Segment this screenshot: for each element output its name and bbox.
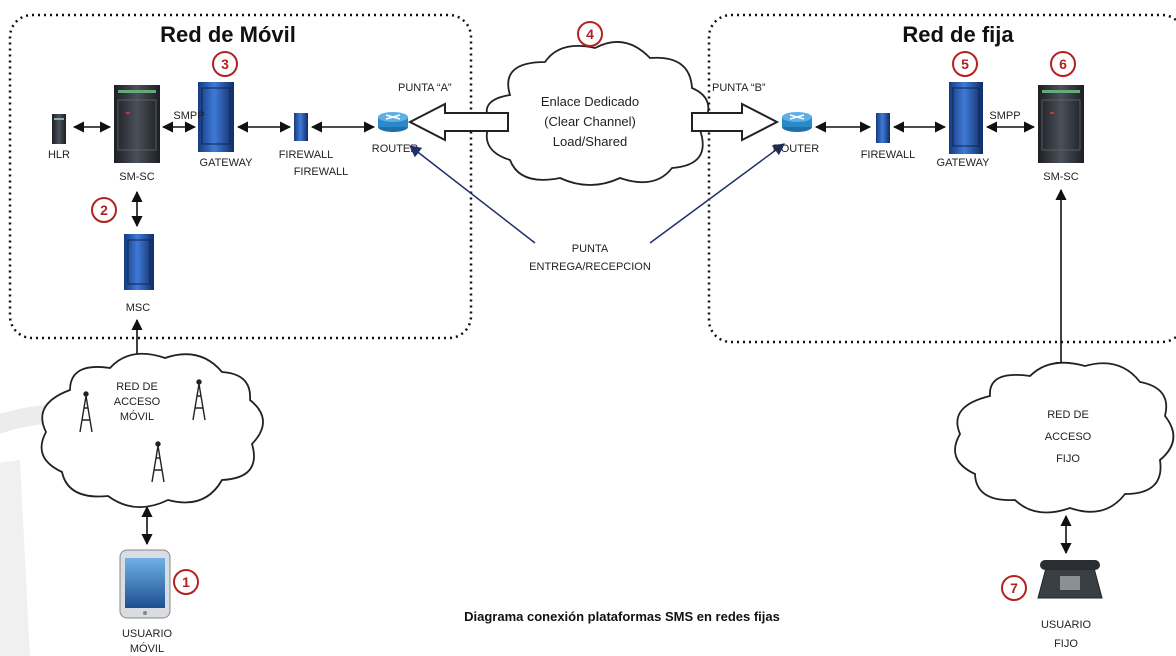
fixed-router-icon: [782, 112, 812, 132]
dedicated-link-cloud: Enlace Dedicado (Clear Channel) Load/Sha…: [485, 41, 710, 186]
step-badge-6: 6: [1050, 51, 1076, 77]
step-number-4: 4: [586, 26, 594, 42]
fixed-access-line-2: ACCESO: [1045, 431, 1092, 443]
mobile-firewall-icon: [294, 113, 308, 141]
mobile-router-label: ROUTER: [372, 143, 419, 155]
fixed-router-label: ROUTER: [773, 143, 820, 155]
hollow-arrow-left: [407, 102, 509, 142]
mobile-firewall-label: FIREWALL: [279, 149, 334, 161]
mobile-gateway-label: GATEWAY: [200, 157, 254, 169]
fixed-access-cloud: RED DE ACCESO FIJO: [954, 361, 1175, 514]
hlr-server-icon: [52, 114, 66, 144]
cell-tower-icon-3: [151, 441, 165, 483]
step-number-2: 2: [100, 202, 108, 218]
fixed-network-zone: [707, 13, 1176, 344]
mobile-access-line-3: MÓVIL: [120, 410, 154, 423]
cloud-line-1: Enlace Dedicado: [541, 94, 639, 109]
mobile-smsc-server-icon: [114, 85, 160, 163]
fixed-smpp-label: SMPP: [989, 110, 1020, 122]
step-badge-7: 7: [1001, 575, 1027, 601]
cell-tower-icon: [79, 391, 93, 433]
msc-server-icon: [124, 234, 154, 290]
fixed-smsc-server-icon: [1038, 85, 1084, 163]
step-number-3: 3: [221, 56, 229, 72]
msc-label: MSC: [126, 302, 151, 314]
delivery-point-line-2: ENTREGA/RECEPCION: [529, 261, 651, 273]
mobile-access-line-2: ACCESO: [114, 396, 161, 408]
mobile-firewall-label-2: FIREWALL: [294, 166, 349, 178]
delivery-point-line-1: PUNTA: [572, 243, 609, 255]
point-b-label: PUNTA “B”: [712, 82, 766, 94]
step-number-5: 5: [961, 56, 969, 72]
fixed-gateway-server-icon: [949, 82, 983, 154]
step-badge-4: 4: [577, 21, 603, 47]
hlr-label: HLR: [48, 149, 70, 161]
step-badge-5: 5: [952, 51, 978, 77]
step-badge-3: 3: [212, 51, 238, 77]
mobile-smpp-label: SMPP: [173, 110, 204, 122]
step-number-7: 7: [1010, 580, 1018, 596]
fixed-smsc-label: SM-SC: [1043, 171, 1079, 183]
step-number-1: 1: [182, 574, 190, 590]
diagram-caption: Diagrama conexión plataformas SMS en red…: [464, 609, 780, 624]
cloud-line-2: (Clear Channel): [544, 114, 636, 129]
mobile-phone-icon: [119, 549, 171, 619]
delivery-arrow-left: [409, 145, 536, 244]
mobile-user-line-1: USUARIO: [122, 628, 173, 640]
mobile-zone-title: Red de Móvil: [160, 22, 296, 47]
point-a-label: PUNTA “A”: [398, 82, 452, 94]
fixed-access-line-3: FIJO: [1056, 453, 1080, 465]
mobile-user-line-2: MÓVIL: [130, 642, 164, 655]
fixed-access-line-1: RED DE: [1047, 409, 1089, 421]
delivery-arrow-right: [649, 143, 785, 244]
fixed-firewall-icon: [876, 113, 890, 143]
cell-tower-icon-2: [192, 379, 206, 421]
fixed-user-line-1: USUARIO: [1041, 619, 1092, 631]
fixed-zone-title: Red de fija: [902, 22, 1014, 47]
step-badge-2: 2: [91, 197, 117, 223]
mobile-network-zone: [8, 13, 473, 340]
fixed-gateway-label: GATEWAY: [937, 157, 991, 169]
mobile-access-line-1: RED DE: [116, 381, 158, 393]
mobile-access-cloud: RED DE ACCESO MÓVIL: [40, 352, 264, 509]
cloud-line-3: Load/Shared: [553, 134, 627, 149]
mobile-smsc-label: SM-SC: [119, 171, 155, 183]
hollow-arrow-right: [691, 102, 780, 142]
desk-phone-icon: [1037, 560, 1103, 599]
mobile-router-icon: [378, 112, 408, 132]
step-number-6: 6: [1059, 56, 1067, 72]
mobile-gateway-server-icon: [198, 82, 234, 152]
step-badge-1: 1: [173, 569, 199, 595]
background-arc-2: [0, 460, 30, 656]
fixed-firewall-label: FIREWALL: [861, 149, 916, 161]
fixed-user-line-2: FIJO: [1054, 638, 1078, 650]
